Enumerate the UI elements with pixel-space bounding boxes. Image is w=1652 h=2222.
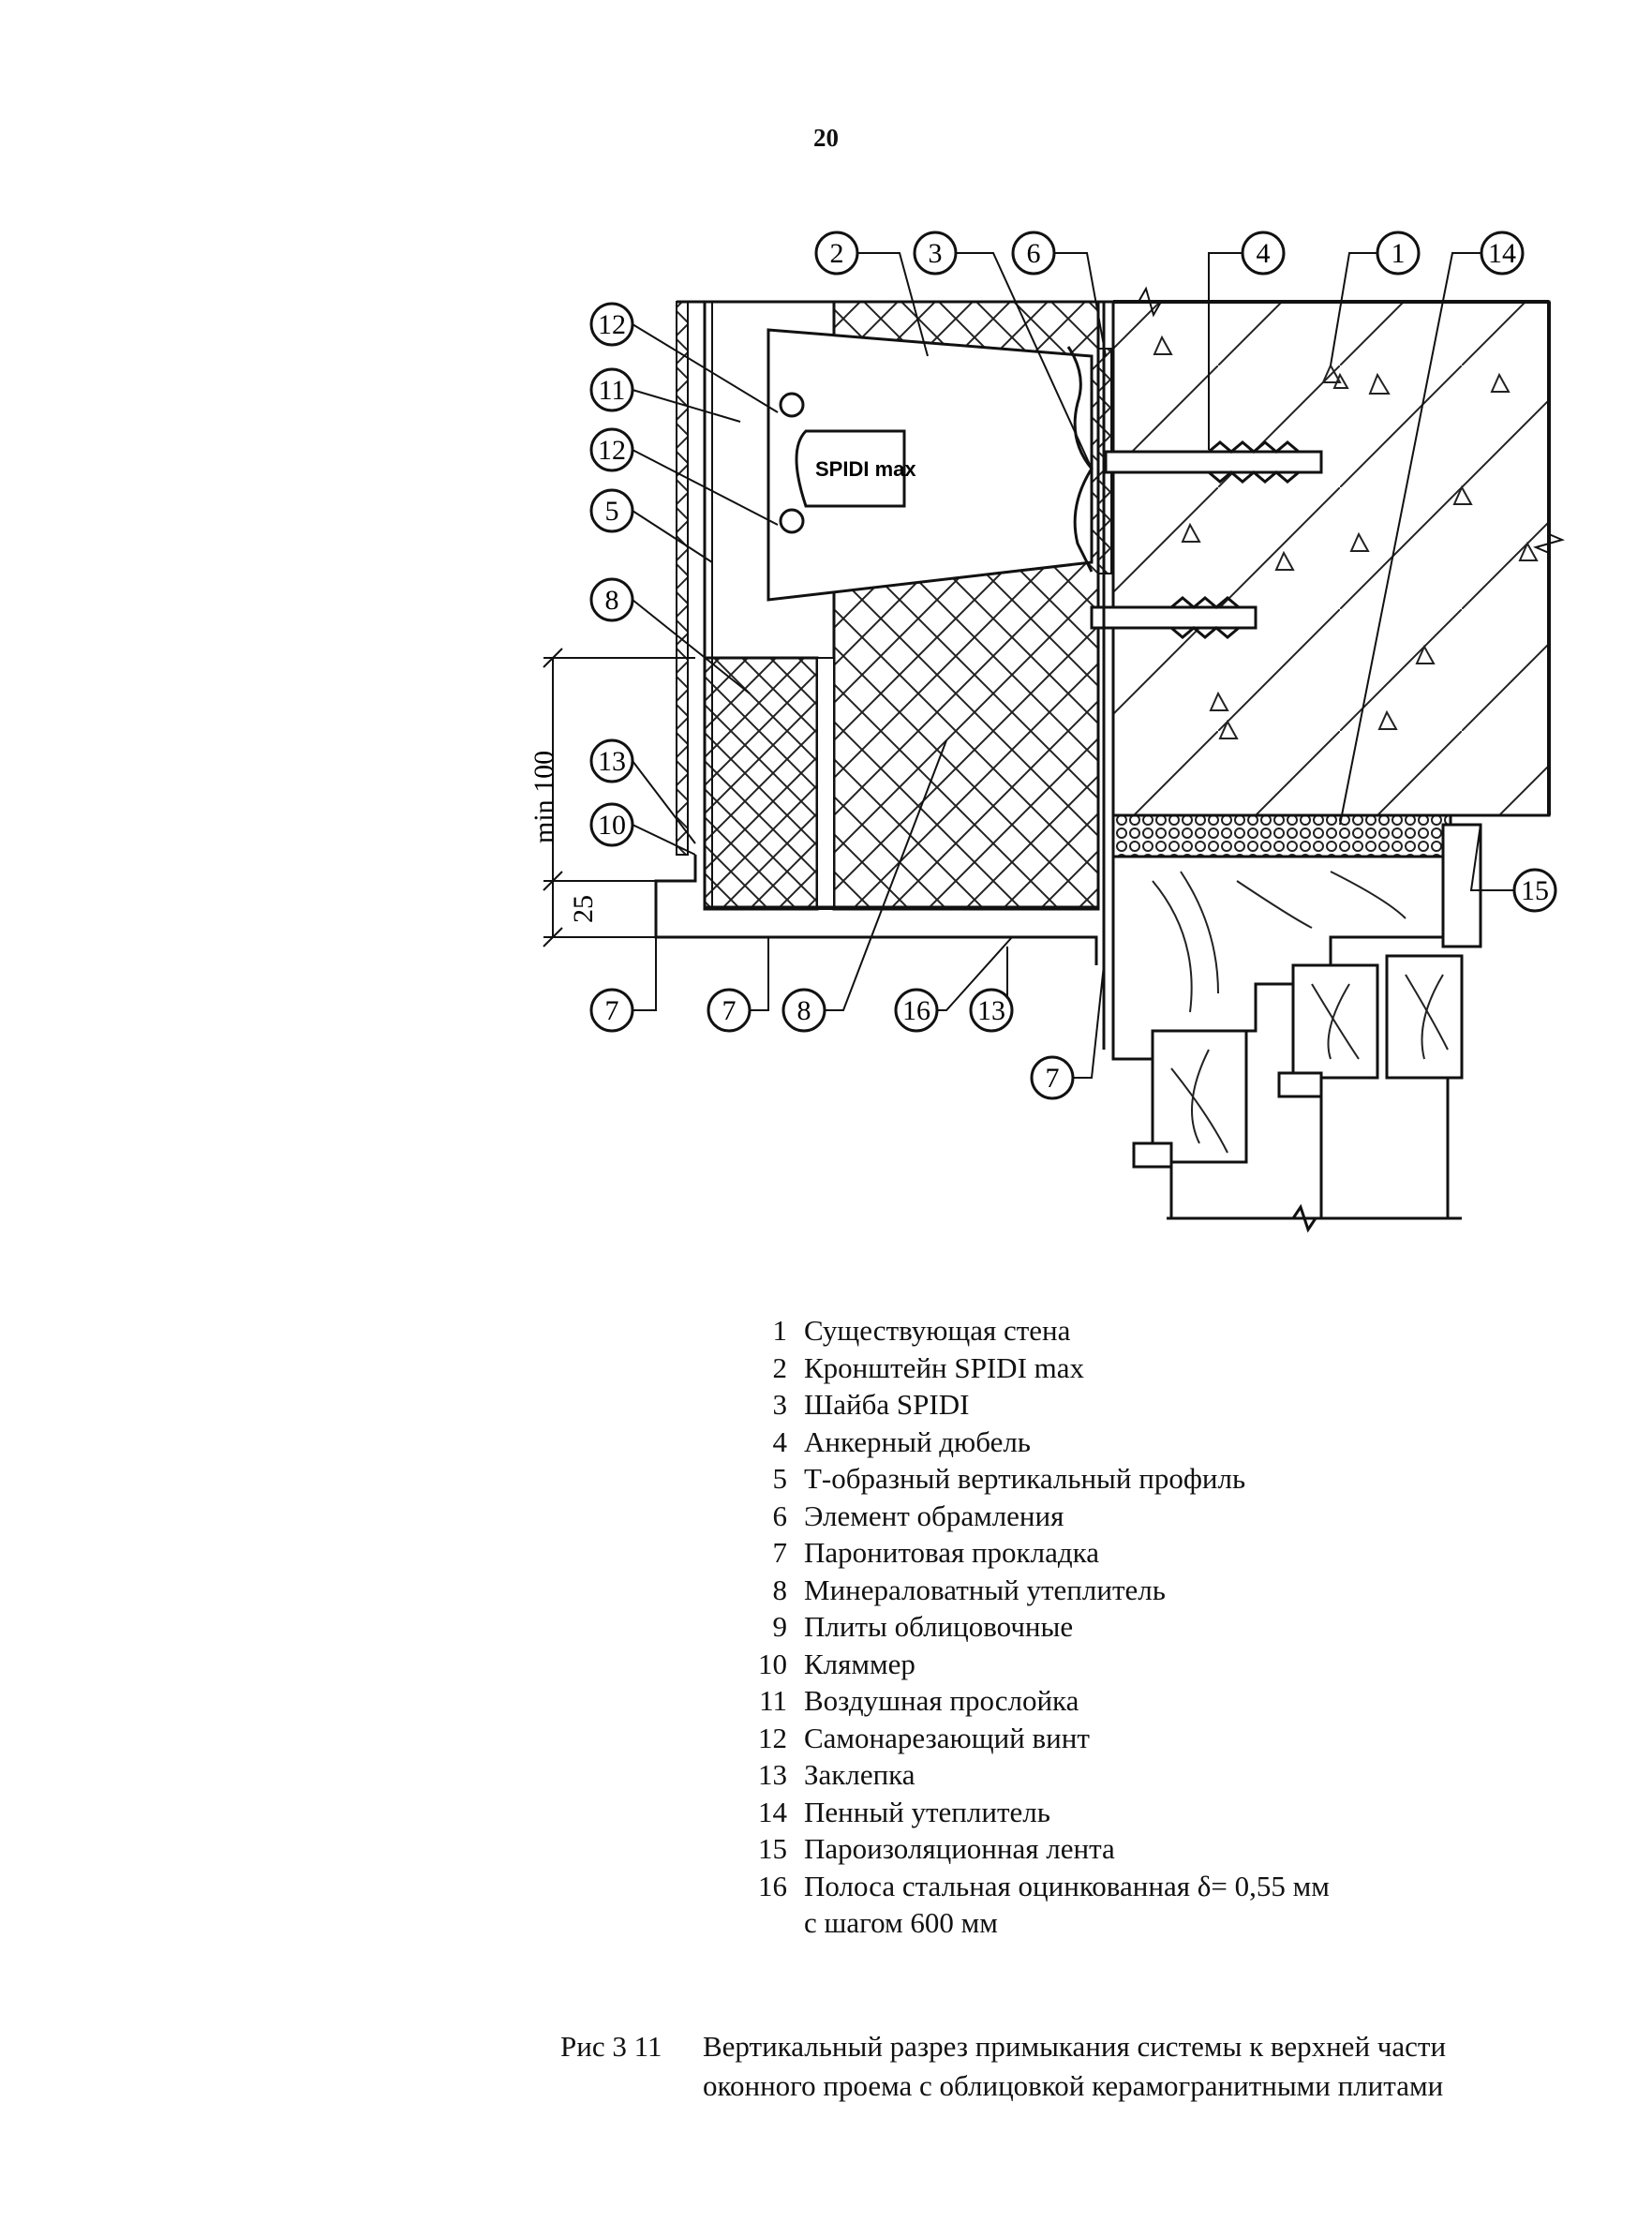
legend-continuation: с шагом 600 мм <box>804 1906 998 1939</box>
foam-insulation <box>1111 813 1452 858</box>
spidi-bracket: SPIDI max <box>766 328 1094 602</box>
callout-14: 14 <box>1488 238 1516 269</box>
anchor-dowels <box>1090 440 1323 639</box>
callout-13a: 13 <box>598 746 626 777</box>
caption-line-2: оконного проема с облицовкой керамограни… <box>703 2069 1444 2102</box>
callout-1: 1 <box>1392 238 1406 269</box>
caption-line-1: Вертикальный разрез примыкания системы к… <box>703 2030 1447 2063</box>
dim-min100: min 100 <box>528 751 559 843</box>
callout-labels: 2 3 6 4 1 14 12 11 12 5 8 13 10 15 7 7 8… <box>598 238 1549 1094</box>
section-drawing: SPIDI max <box>528 231 1565 1233</box>
callout-circles <box>589 231 1557 1100</box>
callout-11: 11 <box>599 375 626 406</box>
caption-label: Рис 3 11 <box>560 2030 662 2063</box>
callout-6c: 7 <box>1046 1063 1060 1094</box>
callout-10: 10 <box>598 810 626 841</box>
figure-caption: Рис 3 11 Вертикальный разрез примыкания … <box>560 2027 1446 2106</box>
callout-16: 16 <box>902 995 930 1026</box>
callout-13b: 13 <box>977 995 1005 1026</box>
callout-8a: 8 <box>605 585 619 616</box>
callout-15: 15 <box>1521 875 1549 906</box>
callout-12b: 12 <box>598 435 626 466</box>
callout-5: 5 <box>605 496 619 527</box>
callout-7: 6 <box>1027 238 1041 269</box>
callout-3: 3 <box>929 238 943 269</box>
callout-8b: 8 <box>797 995 811 1026</box>
callout-2: 2 <box>830 238 844 269</box>
break-marks <box>1138 286 1565 554</box>
callout-6b: 7 <box>722 995 737 1026</box>
callout-6a: 7 <box>605 995 619 1026</box>
bracket-label: SPIDI max <box>815 457 916 481</box>
dim-25: 25 <box>568 895 599 923</box>
window-wood-grain <box>1152 871 1449 1154</box>
leader-lines <box>632 252 1513 1079</box>
callout-4: 4 <box>1257 238 1271 269</box>
window-frame <box>1111 823 1482 1233</box>
page-number: 20 <box>813 124 839 152</box>
concrete-marks <box>1153 335 1539 739</box>
existing-wall <box>1111 300 1551 817</box>
dimension-lines <box>543 648 695 947</box>
cladding-and-profile <box>676 300 1113 907</box>
callout-12a: 12 <box>598 309 626 340</box>
